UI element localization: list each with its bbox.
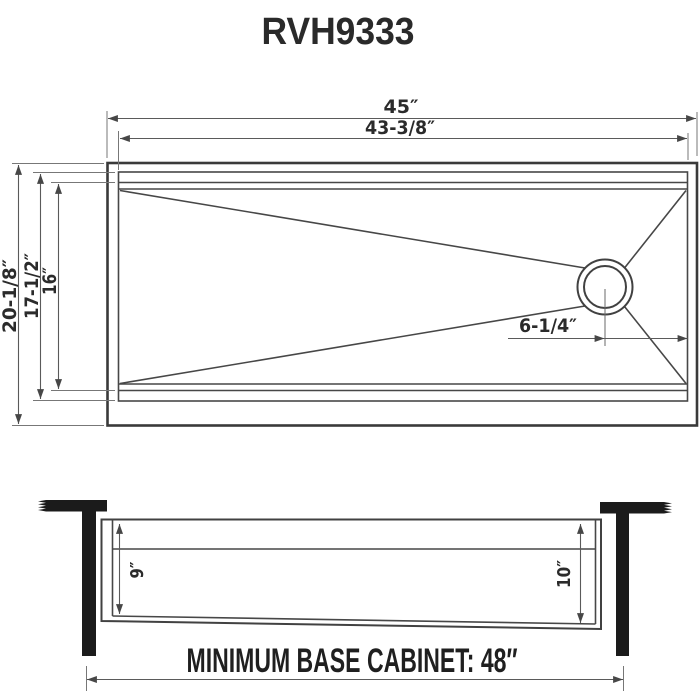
slope-line-top-left [119,189,586,269]
dim-label-rim-depth: 17-1/2″ [21,253,43,319]
slope-line-bottom-right [623,306,687,384]
dim-label-drain-offset: 6-1/4″ [519,315,577,337]
base-cabinet-caption: MINIMUM BASE CABINET: 48″ [187,642,518,680]
slope-line-bottom-left [119,305,586,385]
dim-label-overall-depth: 20-1/8″ [0,259,21,333]
cabinet-side-left [82,511,96,656]
countertop-left [38,500,107,512]
sink-inner-rim [117,171,689,402]
sink-outer-rim [106,161,699,427]
page-title: RVH9333 [262,11,415,53]
dim-label-depth-right: 10″ [554,560,575,588]
side-view: 9″ 10″ MINIMUM BASE CABINET: 48″ [38,500,672,691]
slope-line-top-right [623,190,687,269]
cabinet-side-right [616,513,629,656]
dim-label-depth-left: 9″ [127,562,148,579]
top-view-dimensions: 45″ 43-3/8″ 20-1/8″ 17-1/2″ 16″ 6-1/4″ [0,96,698,426]
sink-profile-outer [100,518,602,631]
dim-label-inner-width: 43-3/8″ [365,117,435,139]
sink-bottom-inner [112,615,596,625]
countertop-right [600,502,672,514]
top-view [106,161,699,427]
dim-label-bowl-depth: 16″ [39,267,61,295]
dim-label-overall-width: 45″ [384,96,419,118]
